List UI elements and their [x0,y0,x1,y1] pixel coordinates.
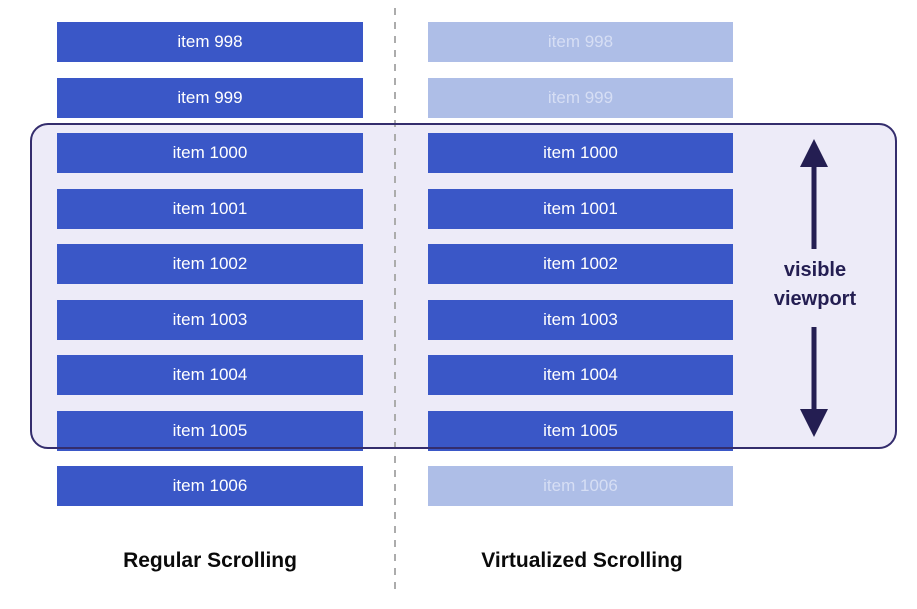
list-item: item 998 [428,22,733,62]
regular-scrolling-column: item 998 item 999 item 1000 item 1001 item 1… [57,22,363,506]
list-item: item 1000 [428,133,733,173]
list-item: item 1003 [428,300,733,340]
regular-scrolling-label: Regular Scrolling [123,549,297,572]
viewport-range-arrow-icon [800,139,828,437]
list-item: item 1005 [57,411,363,451]
list-item: item 1003 [57,300,363,340]
list-item: item 1004 [428,355,733,395]
list-item: item 1004 [57,355,363,395]
list-item: item 1006 [57,466,363,506]
list-item: item 1002 [57,244,363,284]
list-item: item 1002 [428,244,733,284]
virtualized-scrolling-label: Virtualized Scrolling [481,549,683,572]
list-item: item 998 [57,22,363,62]
list-item: item 1000 [57,133,363,173]
column-divider [394,8,396,590]
viewport-label: visible viewport [773,259,857,310]
list-item: item 1001 [57,189,363,229]
visible-viewport-outline [30,123,897,449]
list-item: item 999 [57,78,363,118]
list-item: item 999 [428,78,733,118]
list-item: item 1005 [428,411,733,451]
list-item: item 1006 [428,466,733,506]
list-item: item 1001 [428,189,733,229]
virtualized-scrolling-column: item 998 item 999 item 1000 item 1001 item 1… [428,22,733,506]
